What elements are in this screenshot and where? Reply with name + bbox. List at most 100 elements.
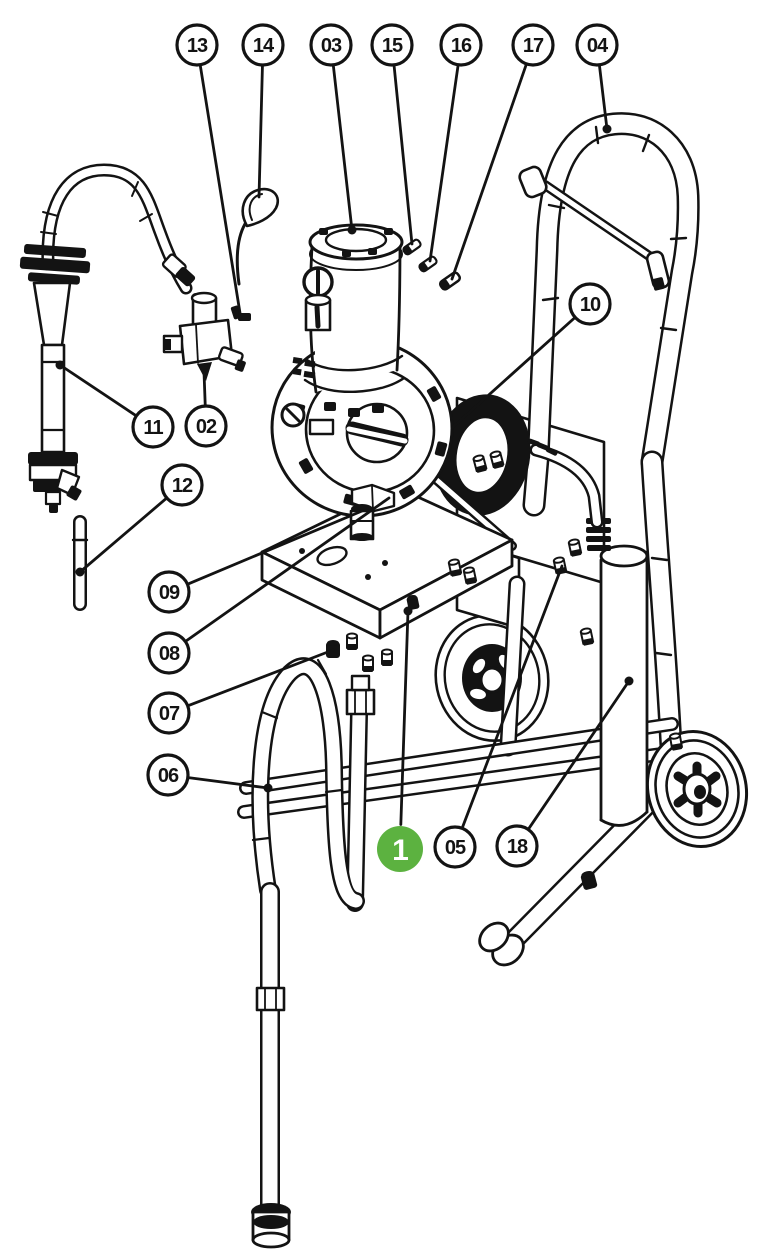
leader-dot-06 — [263, 783, 273, 793]
callout-13[interactable]: 13 — [175, 23, 242, 315]
leader-line-04 — [598, 64, 609, 131]
callout-number-12: 12 — [172, 475, 193, 497]
leader-line-09 — [187, 509, 364, 586]
handle-latch-bar — [542, 182, 661, 265]
latch-hook-left — [518, 165, 548, 199]
leader-line-03 — [332, 64, 354, 232]
callout-number-17: 17 — [523, 35, 544, 57]
platform-oval-hole — [316, 545, 348, 567]
callout-circle-08[interactable] — [147, 631, 191, 675]
callout-number-13: 13 — [187, 35, 208, 57]
leader-dot-12 — [75, 567, 85, 577]
leader-dot-04 — [602, 124, 612, 134]
callout-circle-14[interactable] — [241, 23, 285, 67]
callout-11[interactable]: 11 — [55, 360, 175, 449]
platform-plate — [260, 485, 514, 640]
leader-line-16 — [428, 64, 460, 263]
callout-number-14: 14 — [253, 35, 275, 57]
leader-line-17 — [450, 63, 528, 281]
drop-tube — [348, 707, 366, 910]
callout-16[interactable]: 16 — [428, 23, 483, 263]
callout-number-03: 03 — [321, 35, 342, 57]
callout-circle-07[interactable] — [147, 691, 191, 735]
callout-number-15: 15 — [382, 35, 403, 57]
callout-circle-09[interactable] — [147, 570, 191, 614]
pump-assembly — [270, 223, 454, 541]
pump-to-damper-hose — [532, 446, 601, 526]
callout-circle-1[interactable] — [377, 826, 423, 872]
leader-line-02 — [202, 370, 207, 406]
gun-clamp — [19, 244, 91, 285]
callout-number-04: 04 — [587, 35, 609, 57]
callout-circle-10[interactable] — [568, 282, 612, 326]
gun-taper — [32, 281, 72, 347]
leader-dot-11 — [55, 360, 65, 370]
suction-hose — [253, 659, 363, 908]
callout-04[interactable]: 04 — [575, 23, 619, 134]
callout-number-08: 08 — [159, 643, 180, 665]
right-wheel — [645, 729, 749, 849]
leader-dot-18 — [624, 676, 634, 686]
leader-line-10 — [450, 316, 576, 430]
callout-17[interactable]: 17 — [450, 23, 555, 281]
callout-number-06: 06 — [158, 765, 179, 787]
callout-circle-11[interactable] — [131, 405, 175, 449]
pump-side-port — [308, 418, 335, 436]
callout-circle-03[interactable] — [309, 23, 353, 67]
callout-circle-18[interactable] — [495, 824, 539, 868]
callout-circle-06[interactable] — [146, 753, 190, 797]
callout-circle-13[interactable] — [175, 23, 219, 67]
callout-number-16: 16 — [451, 35, 472, 57]
gun-foot — [28, 452, 82, 513]
callout-circle-16[interactable] — [439, 23, 483, 67]
callout-number-18: 18 — [507, 836, 528, 858]
callout-number-02: 02 — [196, 416, 217, 438]
leader-line-13 — [199, 64, 242, 315]
callout-02[interactable]: 02 — [184, 370, 228, 448]
callout-03[interactable]: 03 — [309, 23, 357, 235]
inlet-strainer — [251, 1203, 291, 1249]
callout-14[interactable]: 14 — [241, 23, 285, 199]
leader-dot-03 — [347, 225, 357, 235]
suction-assembly — [251, 657, 376, 1249]
callout-number-10: 10 — [580, 294, 601, 316]
callout-number-11: 11 — [143, 417, 163, 439]
callout-06[interactable]: 06 — [146, 753, 273, 797]
callout-10[interactable]: 10 — [450, 282, 612, 430]
leader-line-15 — [392, 64, 414, 246]
bypass-valve — [162, 291, 246, 381]
leader-dot-1 — [403, 606, 413, 616]
callout-08[interactable]: 08 — [147, 496, 391, 675]
callout-1[interactable]: 1 — [377, 606, 423, 873]
callout-circle-02[interactable] — [184, 404, 228, 448]
small-tube — [71, 515, 89, 611]
leader-line-18 — [527, 679, 631, 830]
pipe-union-nut — [255, 986, 286, 1012]
callout-05[interactable]: 05 — [433, 564, 564, 869]
return-hose — [43, 166, 190, 292]
callout-circle-12[interactable] — [160, 463, 204, 507]
leader-line-12 — [78, 497, 168, 574]
callout-09[interactable]: 09 — [147, 509, 364, 614]
callout-12[interactable]: 12 — [75, 463, 204, 577]
callout-18[interactable]: 18 — [495, 676, 634, 868]
callout-layer: 13 14 03 15 16 17 04 10 11 02 12 09 08 07 06 1 05 18 — [55, 23, 634, 873]
callout-circle-15[interactable] — [370, 23, 414, 67]
motor-cap-bolts — [319, 228, 393, 257]
leader-line-14 — [257, 65, 264, 199]
leader-line-08 — [185, 496, 391, 643]
callout-number-05: 05 — [445, 837, 466, 859]
leader-line-06 — [187, 776, 270, 790]
callout-circle-04[interactable] — [575, 23, 619, 67]
cart-handle — [499, 112, 700, 758]
callout-number-07: 07 — [159, 703, 180, 725]
cable-clip — [235, 187, 279, 286]
hose-hex-fitting — [345, 688, 376, 716]
callout-circle-05[interactable] — [433, 825, 477, 869]
callout-07[interactable]: 07 — [147, 648, 335, 735]
handle-segment-lines — [541, 125, 688, 657]
callout-15[interactable]: 15 — [370, 23, 414, 246]
callout-circle-17[interactable] — [511, 23, 555, 67]
